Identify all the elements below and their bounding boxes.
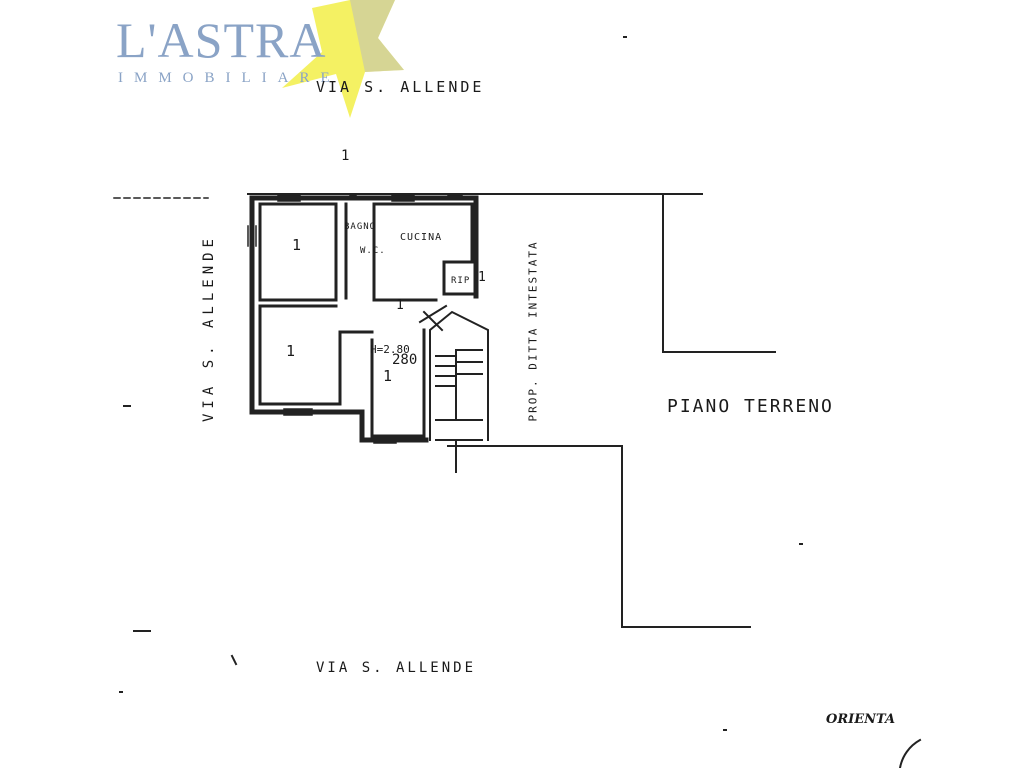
apartment-outline	[249, 195, 479, 443]
windows	[247, 194, 463, 444]
mark-kitchen-side: 1	[478, 270, 486, 285]
ceiling-height-label: H=2.80	[370, 343, 410, 356]
logo-subtitle-text: IMMOBILIARE	[118, 70, 341, 86]
orientation-compass-icon	[898, 738, 922, 768]
orientation-label: ORIENTA	[826, 712, 896, 727]
logo-star-icon	[282, 0, 404, 118]
room-label-wc: W.C.	[360, 246, 386, 256]
room-label-kitchen: CUCINA	[400, 232, 443, 243]
street-label-bottom: VIA S. ALLENDE	[316, 660, 477, 676]
room-label-storage: RIP	[451, 276, 471, 286]
interior-walls	[258, 202, 474, 438]
street-label-left: VIA S. ALLENDE	[201, 234, 217, 423]
neighbour-property-label: PROP. DITTA INTESTATA	[526, 240, 540, 422]
room-mark-2: 1	[286, 342, 296, 360]
scan-specks	[119, 36, 803, 731]
company-logo: L'ASTRA IMMOBILIARE	[116, 8, 416, 128]
room-mark-hall: 1	[396, 298, 404, 313]
staircase	[418, 304, 489, 473]
room-mark-1: 1	[292, 236, 302, 254]
logo-brand-text: L'ASTRA	[116, 12, 327, 68]
mark-top: 1	[341, 148, 350, 164]
room-mark-living: 1	[383, 367, 393, 385]
street-label-top: VIA S. ALLENDE	[316, 78, 485, 96]
handwritten-number: 280	[392, 352, 418, 368]
floor-label: PIANO TERRENO	[667, 396, 834, 417]
room-label-bath: BAGNO	[344, 222, 377, 232]
